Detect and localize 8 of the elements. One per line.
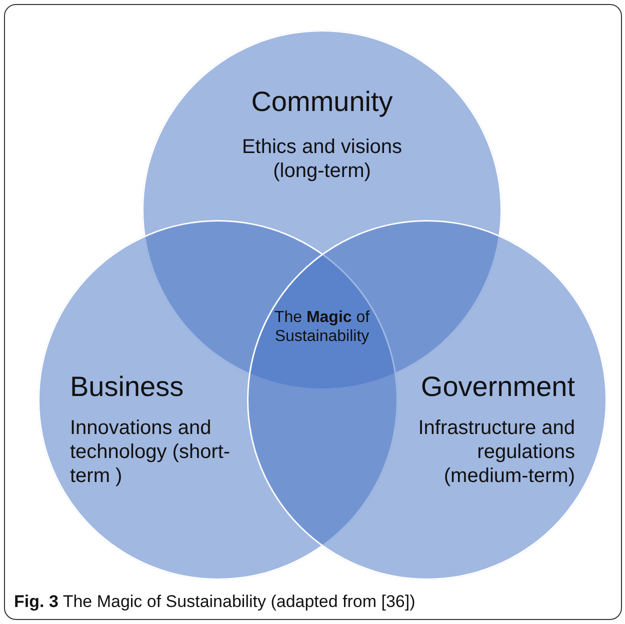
circle-description: Infrastructure and regulations (medium-term) [417,416,575,488]
circle-description: Innovations and technology (short-term ) [70,416,232,488]
circle-heading: Government [420,370,575,404]
center-label: The Magic of Sustainability [273,308,371,346]
circle-description: Ethics and visions (long-term) [240,135,404,183]
figure-caption: Fig. 3 The Magic of Sustainability (adapted from [36]) [14,592,416,612]
circle-heading: Community [250,85,394,119]
circle-heading: Business [70,370,185,404]
